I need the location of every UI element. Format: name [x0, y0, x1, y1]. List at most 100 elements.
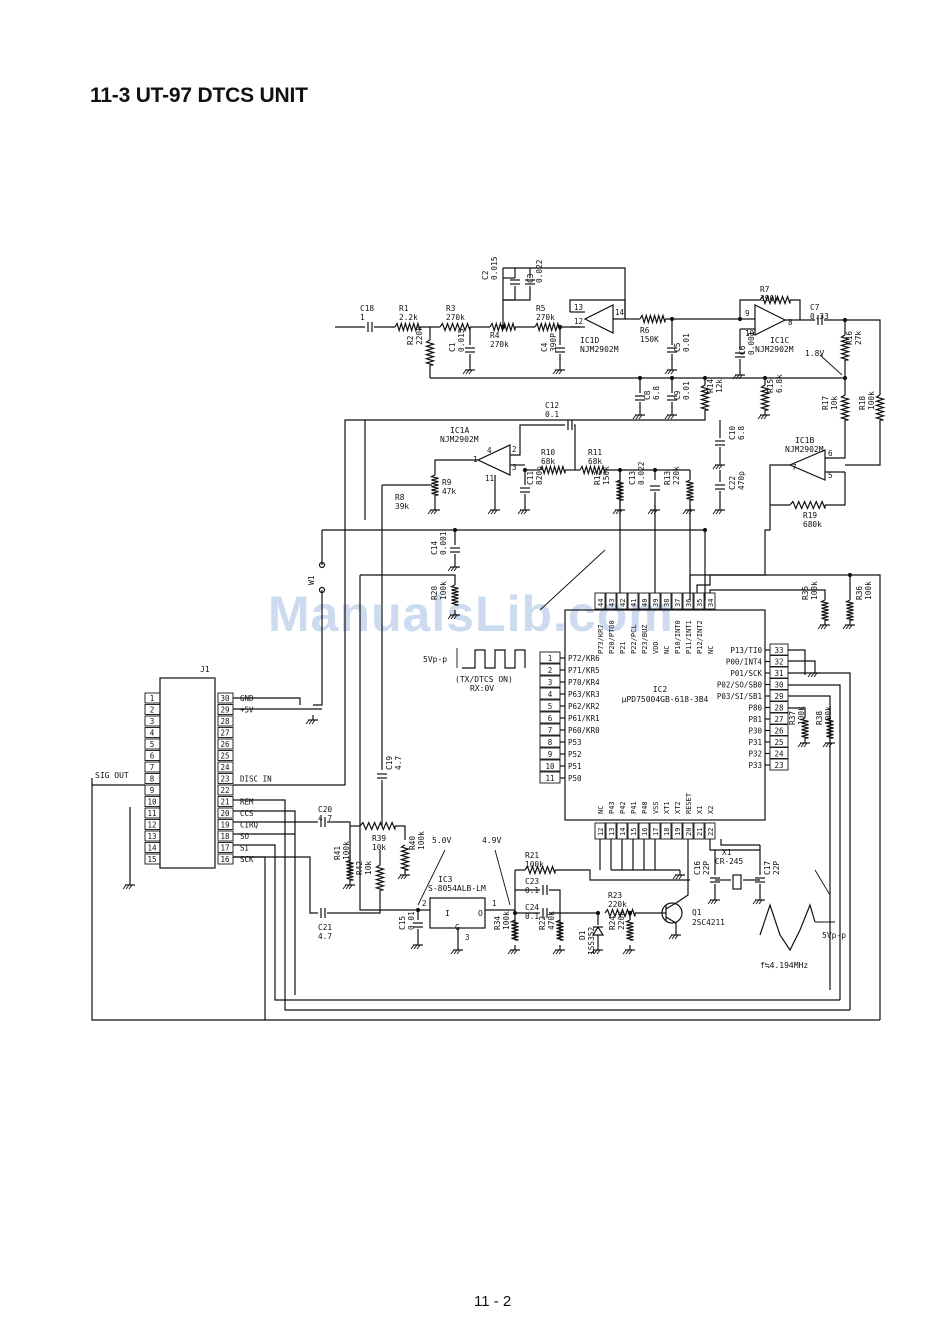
- ic2-pin-box: [769, 724, 789, 736]
- ground-symbol: [622, 945, 635, 955]
- ref-r24: R24: [608, 916, 617, 930]
- ic2-pin-box: [693, 822, 705, 840]
- ic2-pin-name: RESET: [685, 792, 693, 814]
- ground-symbol: [507, 945, 520, 955]
- ic2-part: μPD75004GB-618-3B4: [622, 695, 709, 704]
- ic3-pin: O: [478, 909, 483, 918]
- value-c17: 22P: [772, 861, 781, 875]
- j1-pin-box: [217, 819, 234, 830]
- ic2-pin-box: [539, 747, 561, 760]
- ground-symbol: [487, 505, 500, 515]
- ground-symbol: [842, 620, 855, 630]
- ground-hatch: [410, 944, 415, 950]
- ic2-pin-num: 28: [774, 704, 784, 713]
- resistor: [639, 313, 666, 325]
- capacitor: [667, 395, 677, 401]
- resistor: [614, 479, 624, 501]
- wire: [709, 839, 760, 851]
- junction-dot: [842, 317, 848, 323]
- ground-hatch: [305, 719, 310, 725]
- wire: [91, 778, 145, 786]
- capacitor: [735, 352, 745, 358]
- wave-arrow: [539, 549, 606, 611]
- ground-symbol: [612, 505, 625, 515]
- ground-hatch: [552, 369, 557, 375]
- value-r2: 220k: [415, 326, 424, 345]
- ic2-pin-name: P60/KR0: [568, 726, 600, 735]
- resistor: [424, 339, 436, 366]
- junction-dot: [452, 527, 458, 533]
- ground-hatch: [122, 884, 127, 890]
- ground-hatch: [517, 509, 522, 515]
- ground-hatch: [311, 719, 316, 725]
- ref-r16: R16: [845, 331, 854, 345]
- j1-pin-label: SI: [240, 844, 249, 853]
- ground-hatch: [462, 369, 467, 375]
- ground-hatch: [678, 874, 683, 880]
- ref-c24: C24: [525, 903, 539, 912]
- ic2-pin-box: [627, 592, 639, 610]
- value-r6: 150K: [640, 335, 659, 344]
- wire: [665, 880, 689, 910]
- ground-symbol: [712, 505, 725, 515]
- resistor: [799, 717, 809, 739]
- wire: [687, 839, 690, 881]
- wire: [788, 707, 806, 718]
- j1-pin-box: [144, 750, 161, 761]
- ground-hatch: [450, 566, 455, 572]
- voltage-4-9v: 4.9V: [482, 836, 501, 845]
- ground-hatch: [820, 624, 825, 630]
- ground-hatch: [552, 949, 557, 955]
- j1-pin-num: 4: [150, 729, 155, 738]
- ground-hatch: [465, 369, 470, 375]
- ic2-pin-num: 25: [774, 738, 783, 747]
- voltage-1-8v: 1.8V: [805, 349, 824, 358]
- ref-x1: X1: [722, 848, 732, 857]
- ic2-pin-name: P22/PCL: [630, 624, 638, 654]
- ic2-pin-box: [649, 822, 661, 840]
- ref-c10: C10: [728, 426, 737, 440]
- resistor: [509, 919, 519, 941]
- value-c24: 0.1: [525, 912, 539, 921]
- ic2-pin-num: 5: [548, 702, 553, 711]
- ref-c12: C12: [545, 401, 559, 410]
- ground-hatch: [710, 899, 715, 905]
- resistor: [489, 321, 516, 333]
- junction-dot: [669, 316, 675, 322]
- ground-hatch: [845, 624, 850, 630]
- ic2-pin-box: [769, 747, 789, 759]
- ic1d-ref: IC1D: [580, 336, 599, 345]
- diode-d1: [591, 925, 605, 936]
- ref-c9: C9: [673, 390, 682, 400]
- j1-pin-num: 28: [220, 717, 230, 726]
- ic2-pin-name: P20/PTO0: [608, 620, 616, 654]
- ic1b-pin: 6: [828, 449, 833, 458]
- j1-pin-num: 21: [220, 798, 229, 807]
- ground-symbol: [342, 880, 355, 890]
- ground-hatch: [447, 566, 452, 572]
- ground-symbol: [447, 610, 460, 620]
- ground-hatch: [797, 742, 802, 748]
- ground-hatch: [667, 414, 672, 420]
- ground-hatch: [825, 742, 830, 748]
- value-c16: 22P: [702, 861, 711, 875]
- ic2-pin-name: NC: [707, 646, 715, 654]
- ic1c-part: NJM2902M: [755, 345, 794, 354]
- ic2-pin-name: P30: [748, 727, 762, 736]
- value-r7: 390k: [760, 294, 779, 303]
- j1-body: [159, 677, 216, 869]
- ic2-pin-num: 13: [608, 828, 616, 836]
- ground-symbol: [682, 505, 695, 515]
- ic2-pin-num: 3: [548, 678, 553, 687]
- ic2-pin-name: P02/SO/SB0: [717, 681, 763, 690]
- j1-pin-num: 1: [150, 694, 155, 703]
- ground-hatch: [593, 949, 598, 955]
- ground-hatch: [447, 614, 452, 620]
- ground-hatch: [612, 509, 617, 515]
- ic2-pin-name: XT1: [663, 801, 671, 814]
- j1-pin-num: 14: [147, 844, 157, 853]
- ground-hatch: [667, 369, 672, 375]
- value-r42: 10k: [364, 861, 373, 875]
- value-r8: 39k: [395, 502, 409, 511]
- ground-hatch: [632, 414, 637, 420]
